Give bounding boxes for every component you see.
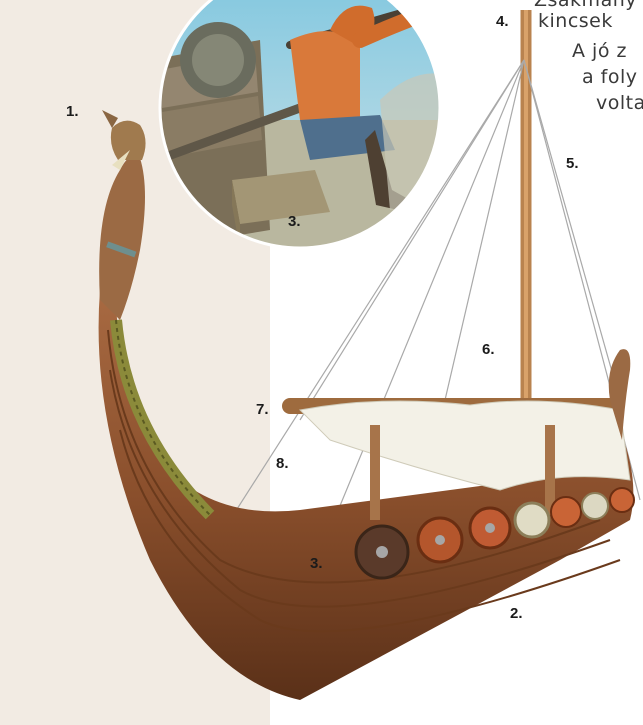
- label-6: 6.: [482, 342, 495, 357]
- label-7: 7.: [256, 402, 269, 417]
- body-text-line-5: volta: [596, 94, 643, 113]
- label-4: 4.: [496, 14, 509, 29]
- body-text-line-3: A jó z: [572, 42, 627, 61]
- label-1: 1.: [66, 104, 79, 119]
- label-3-inset: 3.: [288, 214, 301, 229]
- label-3-ship: 3.: [310, 556, 323, 571]
- label-5: 5.: [566, 156, 579, 171]
- inset-rower-scene: [150, 0, 460, 260]
- body-text-line-1: Zsákmány: [534, 0, 637, 10]
- body-text-line-4: a foly: [582, 68, 638, 87]
- label-2: 2.: [510, 606, 523, 621]
- dragon-prow: [99, 110, 145, 320]
- body-text-line-2: kincsek: [538, 12, 613, 31]
- label-8: 8.: [276, 456, 289, 471]
